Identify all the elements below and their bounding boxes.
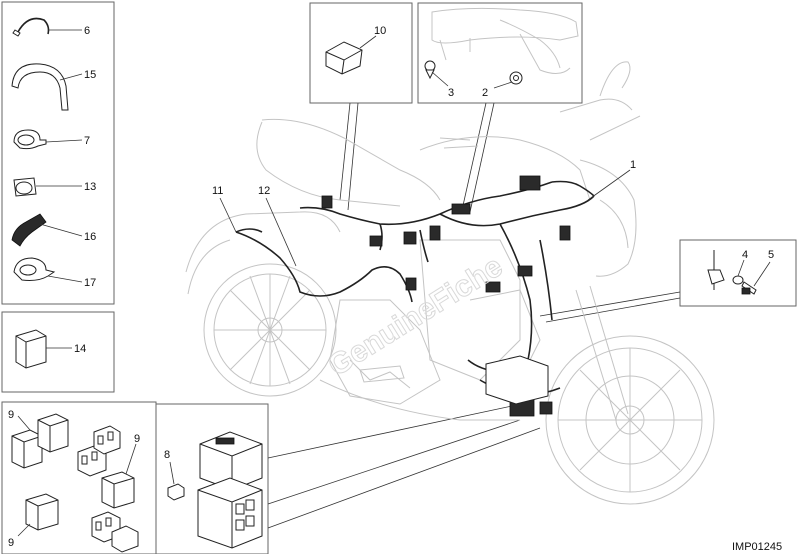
leader-5	[753, 261, 771, 287]
part-cable-clip-6	[12, 17, 50, 37]
leader-11	[219, 197, 237, 233]
leader-16	[39, 223, 83, 237]
leader-7	[45, 139, 83, 143]
callout-10: 10	[374, 25, 386, 37]
part-clip-13	[13, 177, 37, 197]
leader-2	[493, 81, 513, 89]
part-bracket-2-3	[424, 7, 579, 85]
part-clamp-7	[13, 129, 47, 150]
part-clip-17	[13, 257, 56, 281]
box-2-3-pointer-a	[461, 102, 487, 211]
part-box-2-3	[417, 2, 583, 104]
box-4-5-pointer-b	[545, 297, 681, 323]
leader-10	[359, 35, 377, 49]
part-box-4-5	[679, 239, 797, 307]
callout-13: 13	[84, 181, 96, 193]
callout-11: 11	[212, 185, 223, 197]
part-fuse-8	[167, 483, 185, 501]
box-4-5-pointer-a	[539, 291, 681, 317]
leader-12	[265, 197, 297, 267]
callout-6: 6	[84, 25, 90, 37]
leader-9a	[17, 415, 31, 431]
leader-1	[587, 169, 631, 201]
part-ground-bolt	[707, 250, 757, 295]
callout-5: 5	[768, 249, 774, 261]
relay-group	[11, 413, 139, 553]
watermark: GenuineFiche	[323, 250, 509, 383]
part-cable-tie-15	[11, 63, 69, 111]
motorcycle-outline	[185, 61, 715, 505]
callout-9-right: 9	[134, 433, 140, 445]
box-10-pointer-b	[347, 102, 359, 211]
leader-8	[169, 461, 175, 485]
callout-7: 7	[84, 135, 90, 147]
callout-1: 1	[630, 159, 636, 171]
part-sleeve-16	[11, 213, 47, 247]
leader-4	[737, 259, 745, 277]
leader-9b	[125, 443, 137, 475]
main-wiring-harness	[235, 175, 595, 417]
fuse-box-link-1	[267, 405, 513, 459]
callout-17: 17	[84, 277, 96, 289]
leader-3	[431, 71, 449, 87]
callout-9-bottom: 9	[8, 537, 14, 549]
part-box-10	[309, 2, 413, 104]
callout-4: 4	[742, 249, 748, 261]
fuse-box-link-3	[267, 427, 541, 529]
callout-15: 15	[84, 69, 96, 81]
callout-2: 2	[482, 87, 488, 99]
part-connector-10	[325, 41, 363, 75]
small-parts-panel	[1, 1, 115, 305]
fuse-box-link-2	[267, 419, 521, 505]
callout-14: 14	[74, 343, 86, 355]
box-2-3-pointer-b	[469, 102, 495, 213]
callout-16: 16	[84, 231, 96, 243]
callout-3: 3	[448, 87, 454, 99]
image-code: IMP01245	[732, 541, 782, 553]
leader-17	[47, 275, 83, 283]
part-relay-14	[15, 329, 47, 369]
part-fuse-box	[197, 431, 263, 549]
callout-9-top: 9	[8, 409, 14, 421]
leader-9c	[17, 523, 31, 537]
relay-panel-frame	[1, 401, 269, 554]
part-box-14	[1, 311, 115, 393]
leader-15	[59, 73, 83, 81]
callout-8: 8	[164, 449, 170, 461]
callout-12: 12	[258, 185, 270, 197]
box-10-pointer-a	[339, 102, 351, 201]
